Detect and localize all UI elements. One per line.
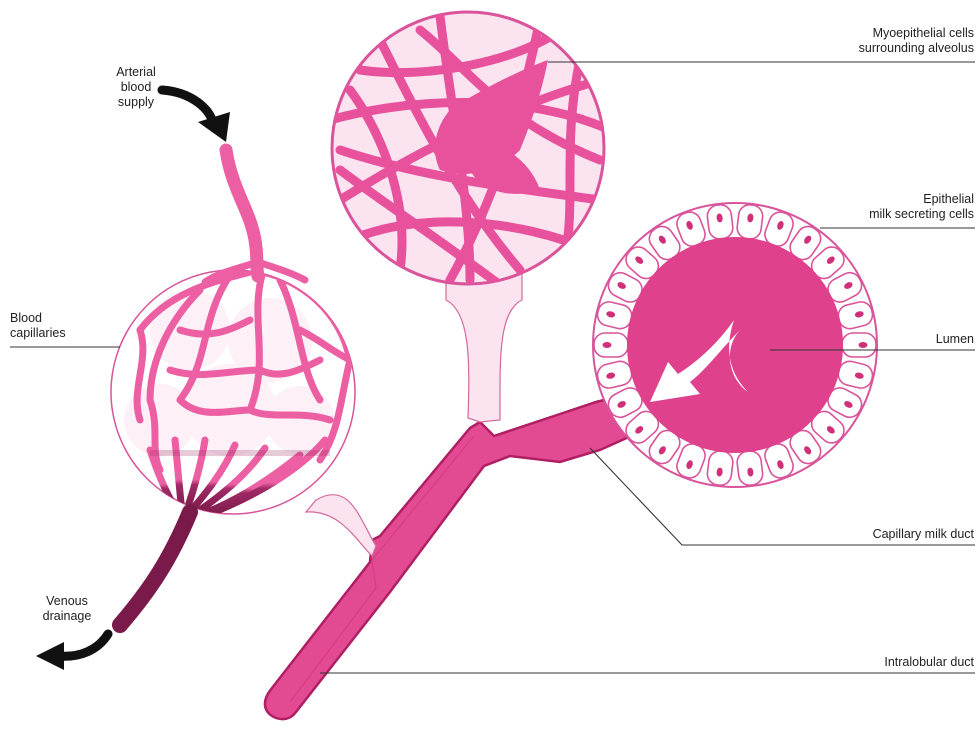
epithelial-cell [594, 333, 628, 357]
arterial-arrow-icon [162, 90, 230, 142]
cell-nucleus [859, 342, 868, 348]
capillary-alveolus [111, 270, 355, 518]
epithelial-cell [736, 450, 764, 487]
label-lumen: Lumen [936, 332, 974, 347]
alveolus-stalk [446, 272, 522, 422]
arterial-vessel [226, 150, 258, 276]
label-arterial-blood-supply: Arterial blood supply [108, 65, 164, 110]
myoepithelial-alveolus [330, 12, 610, 285]
lumen [627, 237, 843, 453]
secreting-alveolus [593, 203, 877, 487]
label-myoepithelial-cells: Myoepithelial cells surrounding alveolus [859, 26, 974, 56]
label-venous-drainage: Venous drainage [36, 594, 98, 624]
epithelial-cell [706, 450, 734, 487]
label-intralobular-duct: Intralobular duct [884, 655, 974, 670]
epithelial-cell [842, 333, 876, 357]
connecting-stalk [306, 495, 376, 556]
label-blood-capillaries: Blood capillaries [10, 311, 66, 341]
epithelial-cell [736, 204, 764, 241]
label-epithelial-cells: Epithelial milk secreting cells [869, 192, 974, 222]
label-capillary-milk-duct: Capillary milk duct [873, 527, 974, 542]
venous-vessel [120, 512, 190, 625]
cell-nucleus [603, 342, 612, 348]
epithelial-cell [706, 204, 734, 241]
venous-arrow-icon [36, 634, 108, 670]
